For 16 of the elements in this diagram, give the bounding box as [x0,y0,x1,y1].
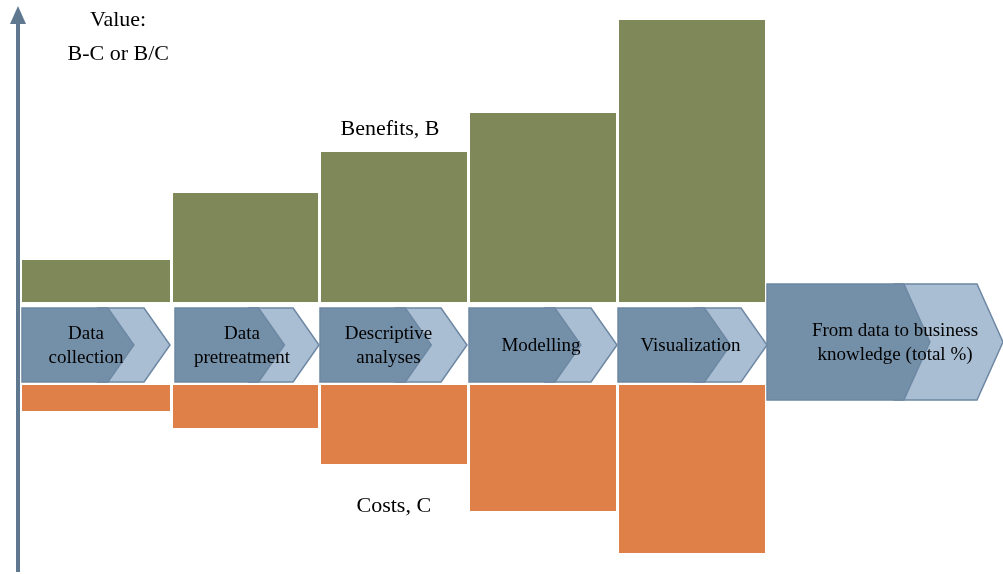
axis-label: B-C or B/C [67,40,169,66]
chevron-step [320,308,467,382]
step-label: Descriptive analyses [343,321,434,369]
step-label: Data pretreatment [193,321,291,369]
step-label: Visualization [640,333,741,357]
step-label: Modelling [501,333,581,357]
chevron-step [767,284,1003,400]
chevron-step [469,308,617,382]
chevron-step [618,308,767,382]
bar-group-label: Costs, C [356,492,432,518]
bar-group-label: Benefits, B [340,115,440,141]
chevron-step [175,308,319,382]
axis-label: Value: [90,6,147,32]
step-label: Data collection [47,321,125,369]
step-label: From data to business knowledge (total %) [810,318,980,366]
chevron-step [22,308,170,382]
